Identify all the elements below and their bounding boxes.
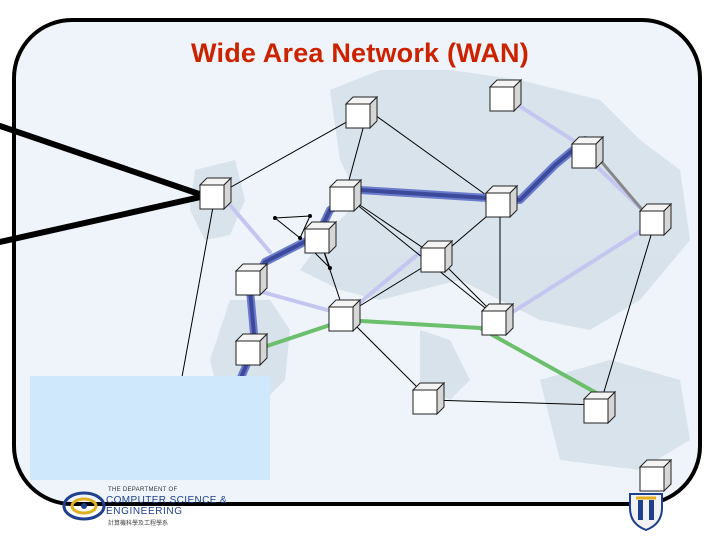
router-cube-icon — [235, 263, 268, 296]
router-cube-icon — [199, 177, 232, 210]
logo-line-4: 計算機科學及工程學系 — [108, 521, 169, 527]
department-logo-icon — [62, 491, 106, 521]
router-cube-icon — [420, 240, 453, 273]
green-link — [253, 317, 602, 397]
router-cube-icon — [304, 221, 337, 254]
external-links — [0, 123, 208, 245]
logo-line-3: ENGINEERING — [106, 506, 183, 517]
logo-line-2: COMPUTER SCIENCE & — [106, 495, 228, 506]
page-title: Wide Area Network (WAN) — [191, 38, 529, 68]
router-cube-icon — [481, 303, 514, 336]
info-box — [30, 376, 270, 480]
router-cube-icon — [412, 382, 445, 415]
small-nodes — [273, 214, 332, 270]
university-crest-icon — [629, 493, 663, 532]
department-logo: THE DEPARTMENT OF COMPUTER SCIENCE & ENG… — [62, 484, 232, 530]
router-cube-icon — [639, 203, 672, 236]
router-cube-icon — [583, 391, 616, 424]
router-cube-icon — [328, 299, 361, 332]
router-cube-icon — [235, 333, 268, 366]
router-cube-icon — [489, 79, 522, 112]
router-cube-icon — [485, 185, 518, 218]
logo-line-1: THE DEPARTMENT OF — [108, 487, 178, 493]
router-cube-icon — [345, 96, 378, 129]
router-cube-icon — [639, 459, 672, 492]
router-cube-icon — [329, 179, 362, 212]
router-cube-icon — [571, 136, 604, 169]
